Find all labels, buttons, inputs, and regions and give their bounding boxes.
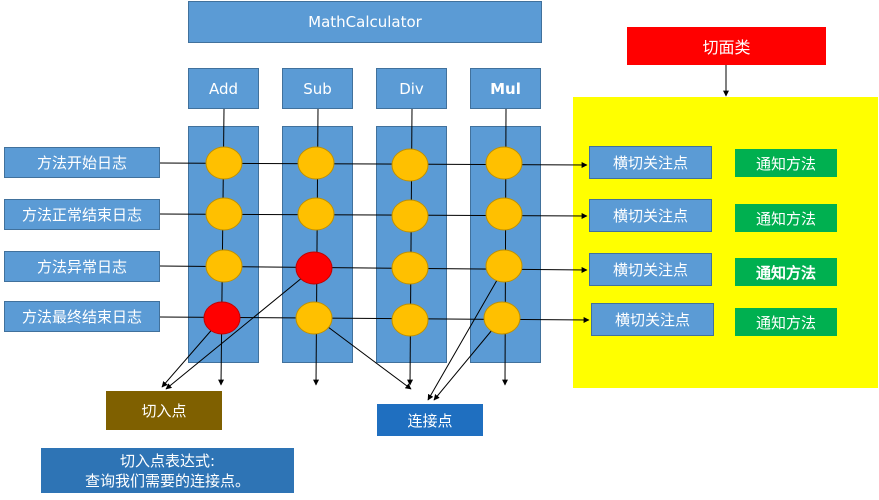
joinpoint-line-mul-1: [427, 267, 505, 401]
crosscut-concern-3: 横切关注点: [589, 253, 712, 286]
log-label-finally: 方法最终结束日志: [4, 301, 160, 332]
joinpoint-oval: [485, 197, 523, 231]
advice-method-4: 通知方法: [735, 308, 837, 336]
crosscut-concern-1: 横切关注点: [589, 146, 712, 179]
advice-method-3: 通知方法: [735, 258, 837, 286]
joinpoint-oval: [205, 197, 243, 231]
advice-method-2: 通知方法: [735, 204, 837, 232]
method-header-div: Div: [376, 68, 447, 109]
advice-method-1: 通知方法: [735, 149, 837, 177]
log-label-start: 方法开始日志: [4, 147, 160, 178]
joinpoint-oval: [391, 251, 429, 285]
joinpoint-oval: [297, 146, 335, 180]
log-label-exception: 方法异常日志: [4, 251, 160, 282]
method-header-add: Add: [188, 68, 259, 109]
joinpoint-oval: [297, 197, 335, 231]
joinpoint-line-sub: [315, 317, 412, 390]
joinpoint-box: 连接点: [377, 404, 483, 436]
method-header-sub: Sub: [282, 68, 353, 109]
diagram-title: MathCalculator: [188, 1, 542, 43]
crosscut-concern-2: 横切关注点: [589, 199, 712, 232]
expression-line-1: 切入点表达式:: [119, 451, 216, 470]
pointcut-expression-box: 切入点表达式: 查询我们需要的连接点。: [41, 448, 294, 493]
joinpoint-oval-active: [203, 301, 241, 335]
joinpoint-oval: [205, 146, 243, 180]
joinpoint-oval: [391, 303, 429, 337]
joinpoint-oval: [485, 249, 523, 283]
joinpoint-line-mul-2: [433, 317, 503, 401]
joinpoint-oval: [391, 199, 429, 233]
joinpoint-oval: [391, 148, 429, 182]
joinpoint-oval: [485, 146, 523, 180]
aspect-class-box: 切面类: [627, 27, 826, 65]
joinpoint-oval: [205, 249, 243, 283]
pointcut-box: 切入点: [106, 391, 222, 430]
log-label-return: 方法正常结束日志: [4, 199, 160, 230]
expression-line-2: 查询我们需要的连接点。: [84, 471, 250, 490]
joinpoint-oval: [483, 301, 521, 335]
pointcut-line-sub: [165, 267, 315, 390]
method-header-mul: Mul: [470, 68, 541, 109]
aspect-area: [573, 97, 878, 388]
joinpoint-oval: [295, 301, 333, 335]
crosscut-concern-4: 横切关注点: [591, 303, 714, 336]
joinpoint-oval-active: [295, 251, 333, 285]
